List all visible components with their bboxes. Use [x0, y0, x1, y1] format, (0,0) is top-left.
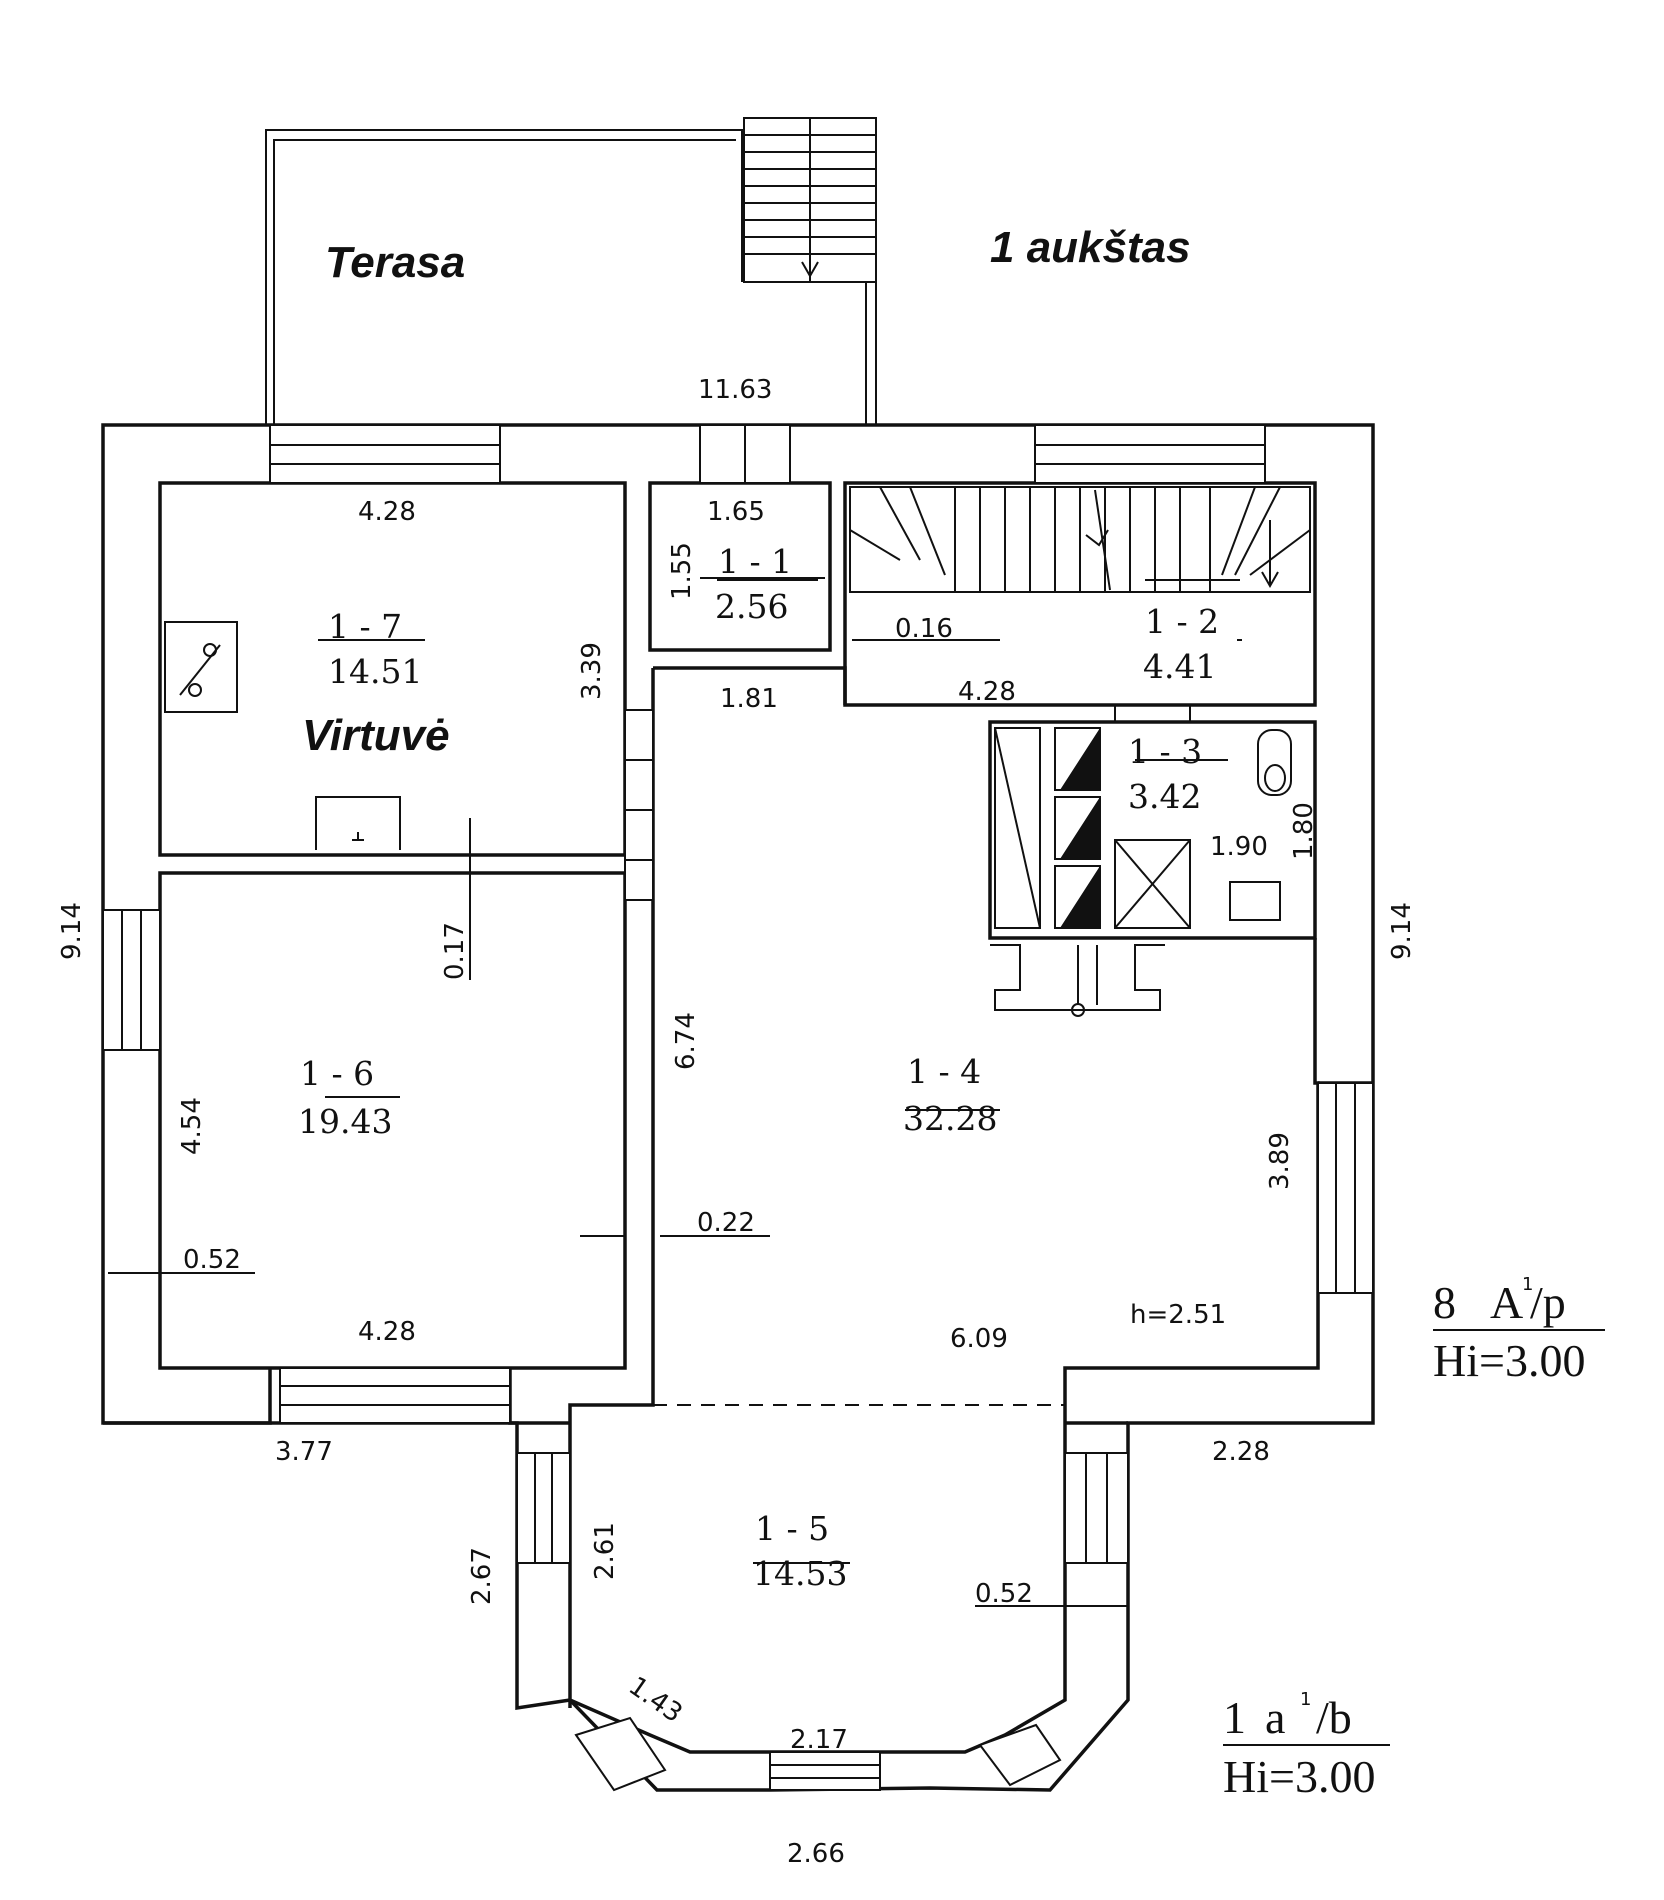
dim-partition: 0.17: [440, 922, 470, 980]
bay-code-sup: 1: [1300, 1689, 1311, 1710]
bay-height: Hi=3.00: [1223, 1751, 1375, 1802]
dim-bottom-right: 2.28: [1212, 1437, 1270, 1467]
dim-r16-width: 4.28: [358, 1317, 416, 1347]
dim-r16-wall: 0.52: [183, 1245, 241, 1275]
room-1-3-id: 1 - 3: [1128, 732, 1202, 771]
dim-bay-inner: 2.17: [790, 1725, 848, 1755]
dim-r16-height: 4.54: [177, 1097, 207, 1155]
main-code-num: 8: [1433, 1277, 1456, 1328]
terrace: [265, 129, 877, 425]
dim-kitchen-width: 4.28: [358, 497, 416, 527]
dim-r14-height: 6.74: [671, 1012, 701, 1070]
dim-right-window: 3.89: [1265, 1132, 1295, 1190]
main-code-tail: /p: [1530, 1277, 1566, 1328]
room-1-1-id: 1 - 1: [718, 542, 792, 581]
dim-r14-wall: 0.22: [697, 1208, 755, 1238]
dim-ceiling: h=2.51: [1130, 1300, 1226, 1330]
room-1-5-id: 1 - 5: [755, 1509, 829, 1548]
building-code-main: 8 A 1 /p Hi=3.00: [1433, 1274, 1605, 1386]
building-code-bay: 1 a 1 /b Hi=3.00: [1223, 1689, 1390, 1802]
dim-r11-height: 1.55: [667, 542, 697, 600]
bathroom-fixtures: [990, 727, 1292, 1017]
room-1-3-area: 3.42: [1128, 777, 1201, 816]
dim-bay-left-outer: 2.67: [467, 1547, 497, 1605]
dim-r13-width: 1.90: [1210, 832, 1268, 862]
room-1-2-id: 1 - 2: [1145, 602, 1219, 641]
dim-bottom-left: 3.77: [275, 1437, 333, 1467]
room-1-1-area: 2.56: [715, 587, 788, 626]
room-1-2-area: 4.41: [1143, 647, 1216, 686]
terrace-label: Terasa: [325, 238, 465, 287]
dim-bay-wall: 0.52: [975, 1579, 1033, 1609]
room-1-6-area: 19.43: [298, 1102, 392, 1141]
dim-left-overall: 9.14: [57, 902, 87, 960]
interior-stairs: [849, 486, 1311, 593]
dim-top-overall: 11.63: [698, 375, 772, 405]
main-code-sup: 1: [1522, 1274, 1533, 1295]
dim-r12-width: 4.28: [958, 677, 1016, 707]
main-height: Hi=3.00: [1433, 1335, 1585, 1386]
dim-r11-width: 1.65: [707, 497, 765, 527]
bay-code-num: 1: [1223, 1692, 1246, 1743]
room-1-4-id: 1 - 4: [907, 1052, 981, 1091]
main-code-letter: A: [1490, 1277, 1523, 1328]
dim-r14-width: 6.09: [950, 1324, 1008, 1354]
dim-r11-bottom: 1.81: [720, 684, 778, 714]
dim-kitchen-height: 3.39: [577, 642, 607, 700]
dim-bay-left-inner: 2.61: [590, 1522, 620, 1580]
room-1-7-area: 14.51: [328, 652, 422, 691]
dim-r13-height: 1.80: [1289, 802, 1319, 860]
exterior-stairs: [743, 117, 877, 283]
dim-right-overall: 9.14: [1387, 902, 1417, 960]
dim-r12-offset: 0.16: [895, 614, 953, 644]
room-1-6-id: 1 - 6: [300, 1054, 374, 1093]
bay-code-tail: /b: [1316, 1692, 1352, 1743]
room-1-4-area: 32.28: [903, 1099, 997, 1138]
windows: [102, 424, 1374, 1792]
kitchen-label: Virtuvė: [302, 711, 450, 760]
room-1-5-area: 14.53: [753, 1554, 847, 1593]
bay-code-letter: a: [1265, 1692, 1285, 1743]
room-1-7-id: 1 - 7: [328, 607, 402, 646]
floor-label: 1 aukštas: [990, 223, 1191, 272]
dim-bay-outer: 2.66: [787, 1839, 845, 1869]
kitchen-fixtures: [164, 621, 401, 850]
dimension-lines: [108, 577, 1242, 1607]
